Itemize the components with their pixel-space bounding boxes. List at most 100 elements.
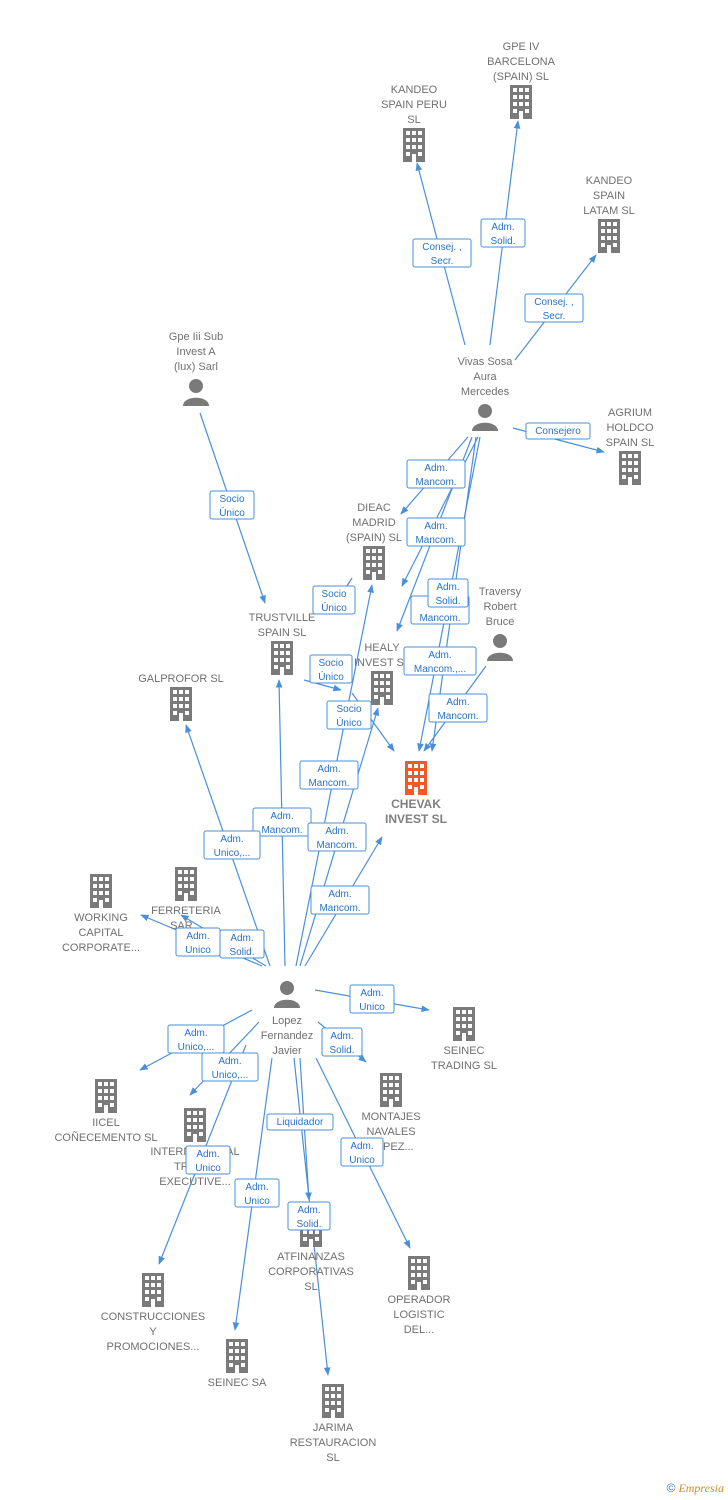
node-seinec_sa[interactable]: SEINEC SA — [208, 1339, 267, 1389]
brand-name: Empresia — [678, 1481, 724, 1495]
node-label: Aura — [473, 371, 497, 383]
node-label: ATFINANZAS — [277, 1251, 345, 1263]
relation-label-text: Mancom. — [308, 778, 349, 789]
relation-label-text: Consejero — [535, 426, 581, 437]
node-label: SPAIN — [593, 190, 625, 202]
relation-label-text: Adm. — [220, 834, 243, 845]
node-label: SL — [326, 1452, 339, 1464]
relation-label[interactable]: Adm.Solid. — [480, 218, 526, 248]
copyright-symbol: © — [666, 1481, 676, 1495]
relation-label[interactable]: Adm.Solid. — [219, 929, 265, 959]
company-building-icon — [371, 671, 393, 705]
relation-label[interactable]: Adm. Mancom. — [299, 760, 359, 790]
relation-label[interactable]: Adm.Unico — [349, 984, 395, 1014]
relation-label[interactable]: Adm.Unico,... — [167, 1024, 225, 1054]
relation-label-text: Secr. — [431, 256, 454, 267]
node-label: CAPITAL — [78, 927, 123, 939]
node-ferreteria[interactable]: FERRETERIASAR... — [151, 867, 221, 932]
node-galprofor[interactable]: GALPROFOR SL — [138, 673, 224, 721]
relation-label[interactable]: Adm.Unico — [234, 1178, 280, 1208]
node-label: BARCELONA — [487, 56, 556, 68]
relation-label-text: Unico,... — [214, 848, 251, 859]
relation-label[interactable]: Consej. , Secr. — [524, 293, 584, 323]
relation-label[interactable]: Adm.Solid. — [321, 1027, 363, 1057]
relation-label-text: Mancom. — [316, 840, 357, 851]
relation-label-text: Unico — [195, 1163, 221, 1174]
relation-label[interactable]: Adm.Mancom. — [428, 693, 488, 723]
relation-label[interactable]: Adm.Solid. — [427, 578, 469, 608]
relation-label[interactable]: Adm.Mancom. — [406, 459, 466, 489]
node-montajes[interactable]: MONTAJESNAVALESLÓPEZ... — [361, 1073, 421, 1153]
relation-label-text: Adm. — [446, 697, 469, 708]
relation-label-text: Socio — [321, 589, 346, 600]
relation-label[interactable]: Adm.Unico — [175, 927, 221, 957]
relation-label[interactable]: Adm.Unico,... — [201, 1052, 259, 1082]
relation-label-text: Único — [336, 716, 362, 729]
relation-label-text: Adm. — [360, 988, 383, 999]
relation-label-text: Adm. — [317, 764, 340, 775]
relation-label[interactable]: Adm. Unico — [185, 1145, 231, 1175]
relation-label[interactable]: Consej. ,Secr. — [412, 238, 472, 268]
relation-label[interactable]: Adm.Mancom. — [252, 807, 312, 837]
relation-label-text: Mancom. — [419, 613, 460, 624]
relation-label[interactable]: Adm. Unico,... — [203, 830, 261, 860]
company-building-icon — [271, 641, 293, 675]
node-working[interactable]: WORKINGCAPITALCORPORATE... — [62, 874, 140, 954]
node-label: WORKING — [74, 912, 128, 924]
relation-label-text: Adm. — [297, 1205, 320, 1216]
node-operador[interactable]: OPERADORLOGISTICDEL... — [388, 1256, 451, 1336]
relation-label-text: Adm. — [196, 1149, 219, 1160]
node-label: PROMOCIONES... — [107, 1341, 200, 1353]
node-label: MONTAJES — [361, 1111, 420, 1123]
node-label: TRADING SL — [431, 1060, 497, 1072]
relation-label[interactable]: Consejero — [525, 422, 591, 440]
node-label: COÑECEMENTO SL — [54, 1131, 157, 1144]
node-construcciones[interactable]: CONSTRUCCIONES Y PROMOCIONES... — [101, 1273, 206, 1353]
relation-label-text: Único — [318, 670, 344, 683]
relation-label-text: Secr. — [543, 311, 566, 322]
node-label: HEALY — [364, 642, 400, 654]
relation-label-text: Unico — [349, 1155, 375, 1166]
company-building-icon — [90, 874, 112, 908]
company-building-icon — [184, 1108, 206, 1142]
relation-label[interactable]: Adm.Mancom.,... — [403, 646, 477, 676]
node-label: AGRIUM — [608, 407, 652, 419]
node-label: Lopez — [272, 1015, 302, 1027]
relation-label[interactable]: Adm.Mancom. — [307, 822, 367, 852]
relation-label[interactable]: Adm.Mancom. — [406, 517, 466, 547]
relation-label[interactable]: Adm.Solid. — [287, 1201, 331, 1231]
relation-label[interactable]: Liquidador — [266, 1113, 334, 1131]
relation-label[interactable]: Adm.Unico — [340, 1137, 384, 1167]
node-label: Y — [149, 1326, 157, 1338]
node-label: LOGISTIC — [393, 1309, 444, 1321]
relation-label-text: Solid. — [229, 947, 254, 958]
relation-label[interactable]: Adm.Mancom. — [310, 885, 370, 915]
node-label: EXECUTIVE... — [159, 1176, 231, 1188]
company-building-icon — [95, 1079, 117, 1113]
relation-label-text: Adm. — [436, 582, 459, 593]
node-label: JARIMA — [313, 1422, 354, 1434]
relation-label-text: Consej. , — [534, 297, 573, 308]
node-label: CONSTRUCCIONES — [101, 1311, 206, 1323]
